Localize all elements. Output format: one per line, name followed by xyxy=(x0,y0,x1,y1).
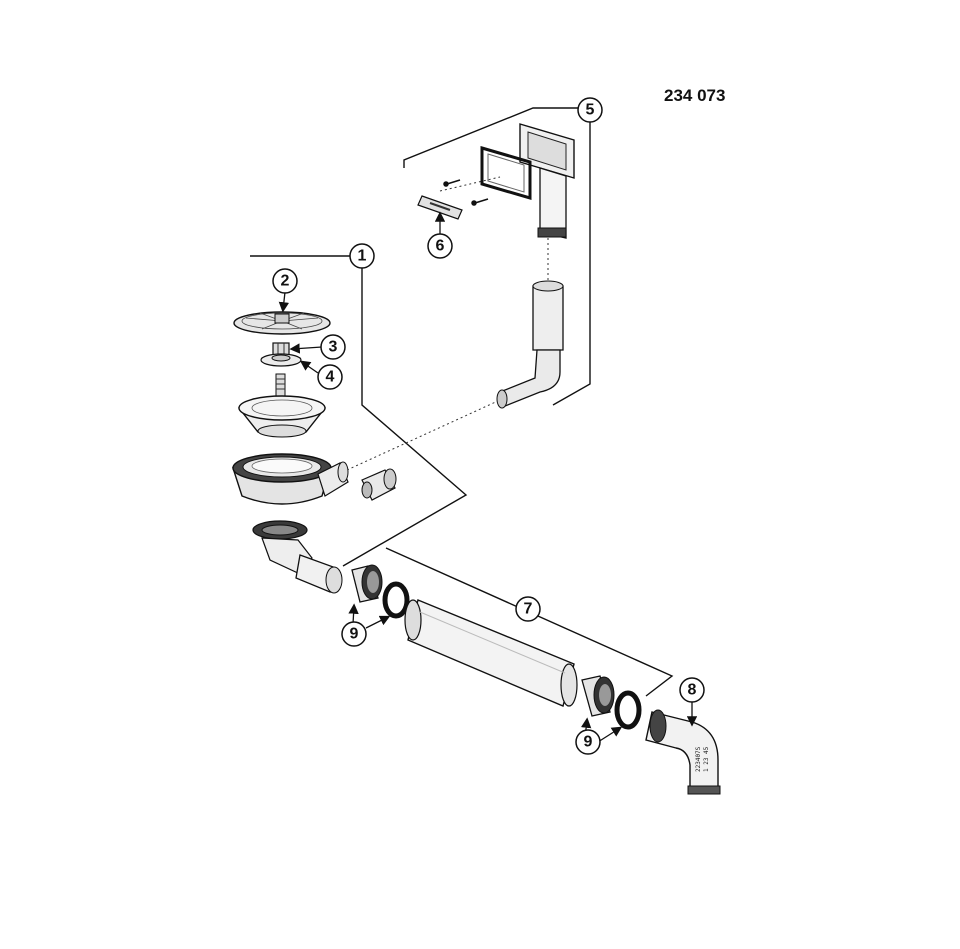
outlet-body xyxy=(232,453,349,505)
callout-2: 2 xyxy=(272,268,298,294)
svg-text:7: 7 xyxy=(524,601,533,618)
svg-text:4: 4 xyxy=(326,369,335,386)
svg-text:5: 5 xyxy=(586,102,595,119)
svg-text:1: 1 xyxy=(358,248,367,265)
svg-text:6: 6 xyxy=(436,238,445,255)
svg-text:1 23 45: 1 23 45 xyxy=(703,746,710,772)
callout-7: 7 xyxy=(515,596,541,622)
svg-text:8: 8 xyxy=(688,682,697,699)
drain-elbow: 223407S 1 23 45 xyxy=(645,709,721,795)
plug-base xyxy=(260,353,302,397)
union-nut-right xyxy=(581,675,615,717)
brand-badge xyxy=(417,195,463,220)
basket-strainer xyxy=(237,395,327,438)
overflow-dotted-lines xyxy=(346,176,549,471)
callout-3: 3 xyxy=(320,334,346,360)
callout-4: 4 xyxy=(317,364,343,390)
callout-8: 8 xyxy=(679,677,705,703)
svg-text:9: 9 xyxy=(350,626,359,643)
callout-9-left: 9 xyxy=(341,621,367,647)
seal-ring-right xyxy=(614,690,642,730)
elbow-stamp: 223407S 1 23 45 xyxy=(695,746,710,772)
callout-9-right: 9 xyxy=(575,729,601,755)
knob-nut xyxy=(272,342,290,356)
svg-text:2: 2 xyxy=(281,273,290,290)
union-nut-left xyxy=(351,564,383,603)
callout-5: 5 xyxy=(577,97,603,123)
overflow-pipe xyxy=(496,280,564,409)
callout-leaders xyxy=(278,211,698,743)
callout-1: 1 xyxy=(349,243,375,269)
group-7-bracket xyxy=(385,547,674,697)
svg-text:9: 9 xyxy=(584,734,593,751)
group-1-bracket xyxy=(250,255,468,567)
svg-text:3: 3 xyxy=(329,339,338,356)
callout-6: 6 xyxy=(427,233,453,259)
seal-ring-left xyxy=(382,581,410,619)
outlet-elbow-fitting xyxy=(252,520,343,594)
extension-pipe xyxy=(404,599,578,707)
strainer-plate xyxy=(233,311,331,335)
overflow-head xyxy=(480,123,575,239)
group-5-bracket xyxy=(403,107,591,406)
svg-text:223407S: 223407S xyxy=(695,746,702,772)
drawing-number: 234 073 xyxy=(664,86,726,105)
overflow-coupling xyxy=(361,468,397,501)
overflow-screws xyxy=(443,179,489,206)
